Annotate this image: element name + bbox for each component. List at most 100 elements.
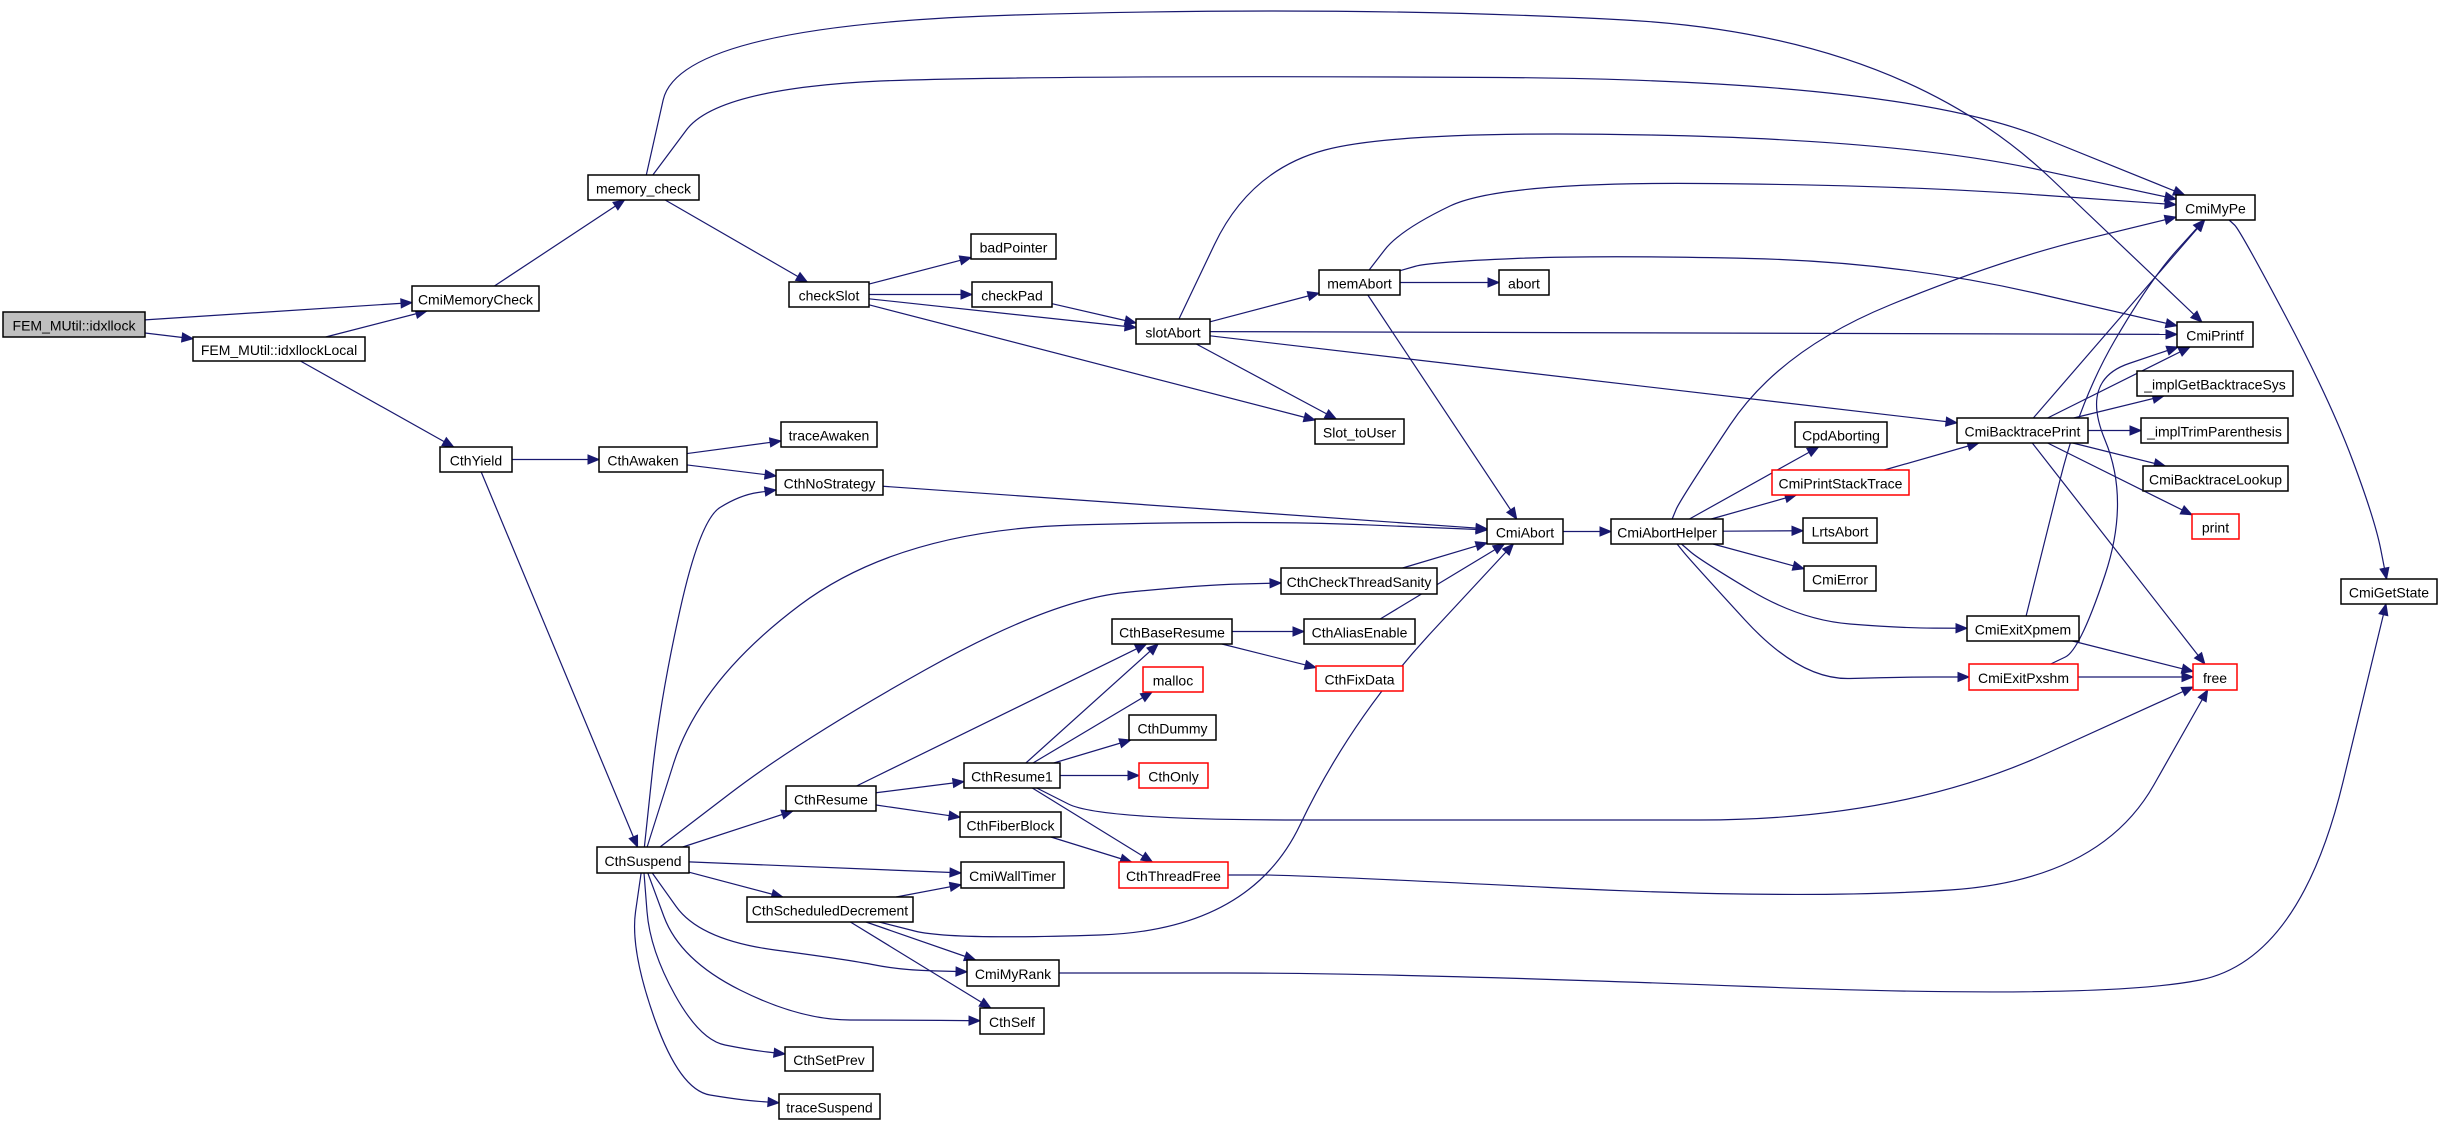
node-CmiExitXpmem[interactable]: CmiExitXpmem (1966, 615, 2080, 642)
edge-memory_check-to-CmiMyPe (652, 76, 2186, 196)
node-free[interactable]: free (2192, 663, 2238, 691)
arrowhead-icon (1474, 541, 1489, 552)
edge-line (686, 440, 782, 455)
arrowhead-icon (1118, 738, 1132, 749)
node-box (1803, 565, 1877, 592)
node-box (963, 762, 1061, 789)
edge-CthYield-to-CthAwaken (512, 454, 601, 465)
node-CthFixData[interactable]: CthFixData (1315, 665, 1404, 692)
node-badPointer[interactable]: badPointer (970, 233, 1057, 260)
node-label: CpdAborting (1802, 428, 1880, 444)
arrowhead-icon (400, 298, 414, 309)
node-CpdAborting[interactable]: CpdAborting (1794, 421, 1888, 448)
node-label: badPointer (980, 240, 1048, 256)
node-print[interactable]: print (2191, 513, 2240, 540)
node-CmiAbort[interactable]: CmiAbort (1486, 518, 1564, 545)
node-box (1138, 762, 1209, 789)
edge-memAbort-to-CmiMyPe (1368, 182, 2178, 271)
node-box (966, 959, 1060, 987)
node-CthAwaken[interactable]: CthAwaken (598, 446, 688, 473)
edge-checkSlot-to-Slot_toUser (868, 304, 1317, 423)
node-box (971, 281, 1053, 308)
node-CthResume1[interactable]: CthResume1 (963, 762, 1061, 789)
node-Slot_toUser[interactable]: Slot_toUser (1314, 418, 1405, 445)
node-label: CthThreadFree (1126, 868, 1221, 884)
node-CthYield[interactable]: CthYield (439, 446, 513, 473)
arrowhead-icon (2177, 346, 2192, 357)
node-memAbort[interactable]: memAbort (1318, 269, 1401, 296)
node-CthSetPrev[interactable]: CthSetPrev (784, 1046, 874, 1072)
node-CthScheduledDecrement[interactable]: CthScheduledDecrement (746, 896, 914, 923)
arrowhead-icon (1487, 277, 1501, 288)
node-CmiMyPe[interactable]: CmiMyPe (2175, 194, 2256, 221)
node-CmiBacktracePrint[interactable]: CmiBacktracePrint (1956, 417, 2089, 444)
node-label: CthNoStrategy (784, 476, 876, 492)
edge-line (1402, 542, 1488, 569)
node-CthSuspend[interactable]: CthSuspend (596, 846, 690, 874)
node-idxllockLocal[interactable]: FEM_MUtil::idxllockLocal (192, 336, 366, 362)
node-CthOnly[interactable]: CthOnly (1138, 762, 1209, 789)
edge-line (480, 471, 639, 848)
node-abort[interactable]: abort (1498, 269, 1550, 296)
node-traceAwaken[interactable]: traceAwaken (780, 421, 878, 448)
edge-CthAwaken-to-traceAwaken (686, 437, 783, 455)
node-CthDummy[interactable]: CthDummy (1128, 714, 1217, 741)
arrowhead-icon (978, 997, 992, 1009)
node-CthFiberBlock[interactable]: CthFiberBlock (959, 811, 1062, 838)
node-CthResume[interactable]: CthResume (785, 785, 877, 812)
node-memory_check[interactable]: memory_check (587, 174, 700, 201)
edge-CthYield-to-CthSuspend (480, 471, 639, 849)
node-slotAbort[interactable]: slotAbort (1135, 318, 1211, 345)
edge-CthResume-to-CthBaseResume (856, 643, 1148, 787)
node-LrtsAbort[interactable]: LrtsAbort (1802, 517, 1878, 544)
node-CmiMyRank[interactable]: CmiMyRank (966, 959, 1060, 987)
node-checkSlot[interactable]: checkSlot (788, 281, 870, 308)
node-label: CmiAbort (1496, 525, 1554, 541)
edge-line (2050, 346, 2179, 665)
edge-line (688, 871, 783, 898)
edge-CmiExitPxshm-to-free (2078, 671, 2195, 683)
arrowhead-icon (951, 777, 966, 789)
node-label: CthAwaken (607, 453, 678, 469)
node-CmiGetState[interactable]: CmiGetState (2340, 578, 2438, 605)
node-traceSuspend[interactable]: traceSuspend (778, 1093, 881, 1120)
node-implGetBacktraceSys[interactable]: _implGetBacktraceSys (2136, 370, 2294, 397)
node-box (1318, 269, 1401, 296)
node-idxllock[interactable]: FEM_MUtil::idxllock (2, 311, 146, 338)
edge-line (1712, 543, 1805, 570)
node-box (778, 1093, 881, 1120)
node-CthAliasEnable[interactable]: CthAliasEnable (1303, 618, 1416, 645)
node-CmiPrintStackTrace[interactable]: CmiPrintStackTrace (1771, 469, 1910, 496)
node-label: LrtsAbort (1812, 524, 1869, 540)
node-box (780, 421, 878, 448)
edge-idxllockLocal-to-CthYield (300, 360, 455, 448)
node-CthNoStrategy[interactable]: CthNoStrategy (775, 469, 884, 496)
node-CmiMemoryCheck[interactable]: CmiMemoryCheck (411, 285, 540, 312)
node-CthCheckThreadSanity[interactable]: CthCheckThreadSanity (1280, 567, 1438, 595)
edge-line (1884, 442, 1979, 471)
node-malloc[interactable]: malloc (1142, 666, 1204, 693)
node-CmiWallTimer[interactable]: CmiWallTimer (960, 861, 1065, 889)
node-CmiError[interactable]: CmiError (1803, 565, 1877, 592)
arrowhead-icon (2181, 671, 2195, 683)
node-CmiExitPxshm[interactable]: CmiExitPxshm (1968, 663, 2079, 691)
edge-line (2072, 442, 2166, 467)
edge-CmiAbortHelper-to-CmiExitPxshm (1676, 543, 1971, 683)
edge-slotAbort-to-CmiPrintf (1209, 329, 2179, 340)
node-implTrimParenthesis[interactable]: _implTrimParenthesis (2140, 417, 2289, 444)
node-label: traceSuspend (786, 1100, 872, 1116)
node-CmiAbortHelper[interactable]: CmiAbortHelper (1610, 518, 1724, 545)
node-CmiBacktraceLookup[interactable]: CmiBacktraceLookup (2142, 465, 2289, 492)
edge-line (2073, 395, 2164, 419)
node-box (2140, 417, 2289, 444)
edge-line (1368, 182, 2177, 271)
node-checkPad[interactable]: checkPad (971, 281, 1053, 308)
arrowhead-icon (441, 436, 455, 448)
node-CthThreadFree[interactable]: CthThreadFree (1118, 861, 1229, 889)
node-CmiPrintf[interactable]: CmiPrintf (2176, 321, 2254, 348)
node-CthSelf[interactable]: CthSelf (979, 1007, 1045, 1035)
node-CthBaseResume[interactable]: CthBaseResume (1111, 618, 1233, 645)
edge-line (659, 582, 1282, 848)
arrowhead-icon (1323, 408, 1338, 420)
